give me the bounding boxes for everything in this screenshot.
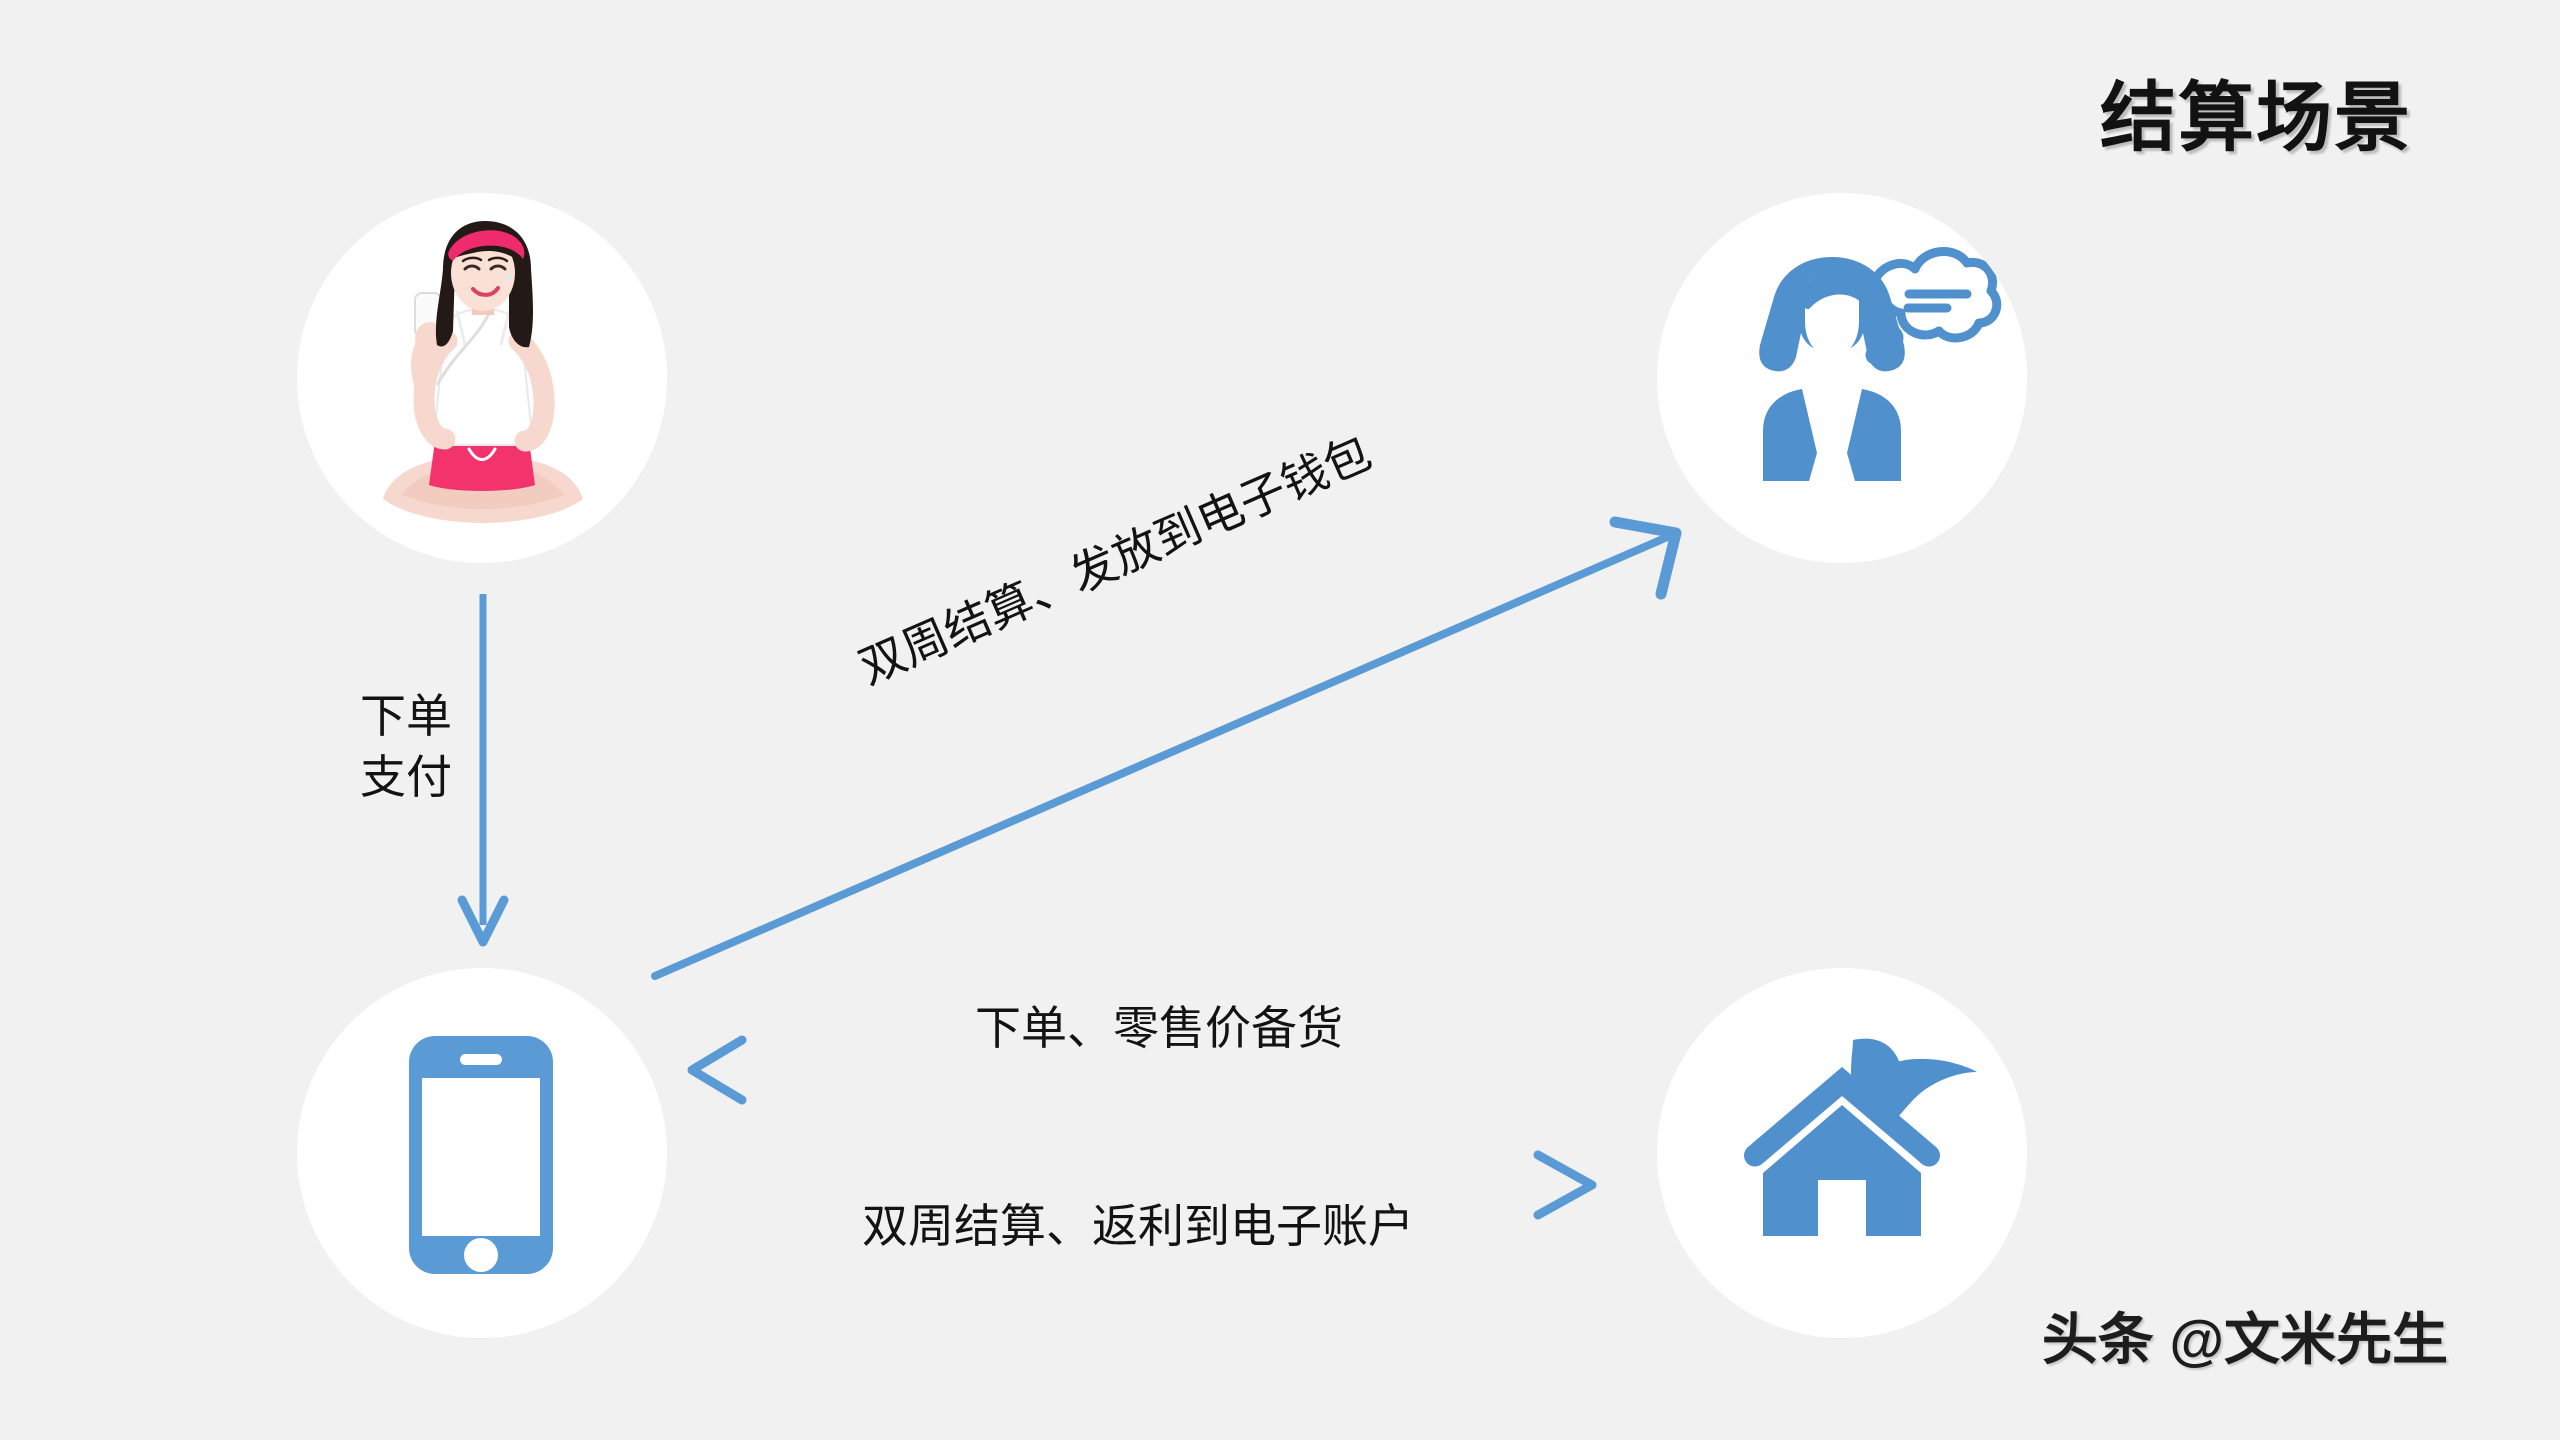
label-order-pay-line2: 支付 [360, 750, 452, 803]
eco-house-leaf-icon [1657, 968, 2027, 1338]
customer-photo [297, 193, 667, 563]
node-customer[interactable] [297, 193, 667, 563]
label-order-pay: 下单 支付 [360, 686, 452, 807]
arrow-order-pay [457, 594, 509, 947]
label-settle-wallet: 双周结算、发放到电子钱包 [851, 426, 1379, 694]
woman-thought-bubble-icon [1657, 193, 2027, 563]
node-app[interactable] [297, 968, 667, 1338]
node-agent[interactable] [1657, 193, 2027, 563]
page-title: 结算场景 [2100, 76, 2412, 161]
smartphone-icon [297, 968, 667, 1338]
arrow-settle-wallet [651, 516, 1682, 980]
label-rebate: 双周结算、返利到电子账户 [862, 1200, 1414, 1252]
watermark: 头条 @文米先生 [2041, 1308, 2448, 1371]
node-farm[interactable] [1657, 968, 2027, 1338]
label-order-pay-line1: 下单 [360, 690, 452, 742]
label-restock: 下单、零售价备货 [975, 1002, 1343, 1054]
